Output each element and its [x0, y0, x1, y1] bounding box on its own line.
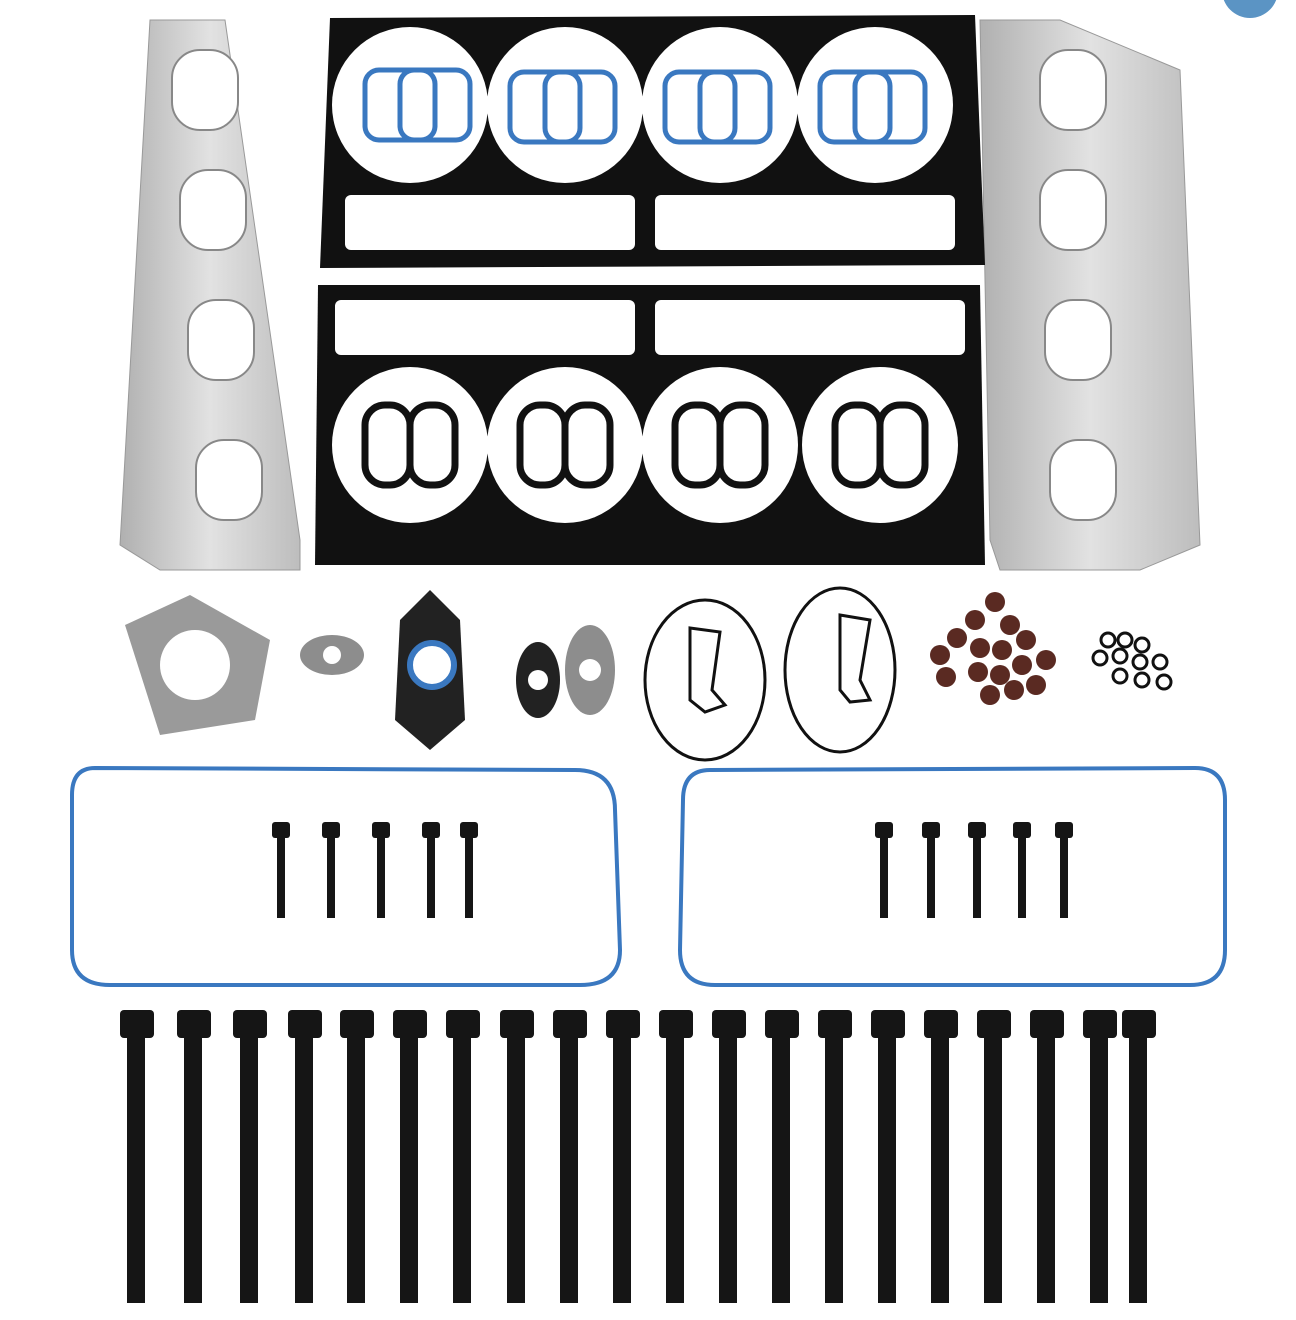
o-rings [1091, 631, 1173, 691]
small-gaskets [125, 590, 615, 750]
head-gasket-lower [315, 285, 985, 565]
corner-circle [1223, 0, 1277, 18]
long-head-bolts [120, 1010, 1156, 1303]
exhaust-gasket-left [119, 19, 301, 571]
short-bolts [272, 822, 1073, 918]
head-gasket-upper [320, 15, 985, 268]
round-seals [643, 586, 897, 762]
exhaust-gasket-right [979, 19, 1201, 571]
valve-stem-seals [930, 592, 1056, 705]
valve-cover-gaskets [70, 765, 1227, 987]
